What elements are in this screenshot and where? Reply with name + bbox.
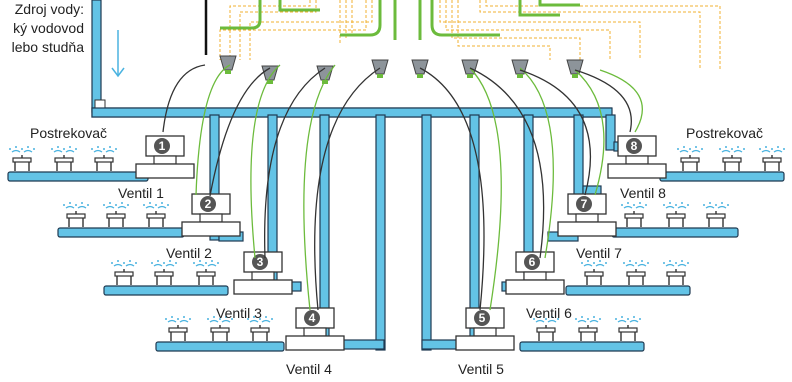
valve-badge (576, 196, 592, 212)
sprinkler-icon (8, 145, 36, 172)
valve-bodies: 1 2 3 4 5 6 7 8 (135, 135, 667, 351)
sprinkler-icon (580, 259, 608, 286)
valve-number: 2 (205, 197, 212, 211)
valve-badge (252, 254, 268, 270)
valve-labels: Ventil 1 Ventil 2 Ventil 3 Ventil 4 Ventil 5… (118, 185, 666, 377)
valve-label-7: Ventil 7 (576, 245, 622, 261)
source-label-line-1: Zdroj vody: (15, 1, 84, 17)
sprinkler-icon (574, 315, 602, 342)
valve-number: 7 (581, 197, 588, 211)
valve-2: 2 (181, 193, 241, 237)
valve-wires (162, 64, 643, 311)
valve-3: 3 (233, 251, 293, 295)
sprinkler-lines (7, 171, 785, 352)
valve-5: 5 (455, 307, 515, 351)
valve-label-6: Ventil 6 (526, 305, 572, 321)
sprinkler-icon (90, 145, 118, 172)
wire-connector-icon (371, 59, 389, 79)
control-wire-bundle (219, 0, 721, 70)
valve-4: 4 (285, 307, 345, 351)
wire-connector-icon (511, 59, 529, 79)
valve-number: 1 (159, 139, 166, 153)
sprinkler-icon (192, 259, 220, 286)
sprinkler-icon (150, 259, 178, 286)
flow-arrow (111, 30, 125, 78)
source-label-line-2: ký vodovod (13, 20, 84, 36)
green-wire-bundle (220, 0, 580, 40)
sprinkler-icon (718, 145, 746, 172)
valve-label-4: Ventil 4 (286, 361, 332, 377)
sprinkler-icon (164, 315, 192, 342)
sprinkler-icon (662, 201, 690, 228)
sprinkler-icon (622, 259, 650, 286)
sprinkler-icon (614, 315, 642, 342)
valve-label-1: Ventil 1 (118, 185, 164, 201)
source-label-line-3: lebo studňa (12, 39, 85, 55)
sprinkler-label-right: Postrekovač (686, 125, 763, 141)
valve-number: 5 (479, 311, 486, 325)
water-source-label: Zdroj vody: ký vodovod lebo studňa (12, 1, 85, 55)
sprinkler-icon (758, 145, 786, 172)
valve-1: 1 (135, 135, 195, 179)
valve-number: 6 (529, 255, 536, 269)
sprinkler-icon (142, 201, 170, 228)
valve-number: 4 (309, 311, 316, 325)
sprinkler-icon (110, 259, 138, 286)
valve-label-2: Ventil 2 (166, 245, 212, 261)
valve-6: 6 (505, 251, 565, 295)
sprinkler-icon (702, 201, 730, 228)
sprinkler-icon (102, 201, 130, 228)
valve-7: 7 (557, 193, 617, 237)
valve-number: 3 (257, 255, 264, 269)
valve-number: 8 (631, 139, 638, 153)
valve-label-5: Ventil 5 (458, 361, 504, 377)
sprinkler-label-left: Postrekovač (30, 125, 107, 141)
valve-badge (626, 138, 642, 154)
valve-label-3: Ventil 3 (216, 305, 262, 321)
sprinkler-icon (620, 201, 648, 228)
valve-badge (200, 196, 216, 212)
sprinkler-icon (50, 145, 78, 172)
valve-badge (524, 254, 540, 270)
valve-label-8: Ventil 8 (620, 185, 666, 201)
supply-pipe (91, 0, 792, 118)
valve-8: 8 (607, 135, 667, 179)
sprinkler-icon (62, 201, 90, 228)
valve-badge (304, 310, 320, 326)
sprinkler-icon (662, 259, 690, 286)
sprinkler-icon (676, 145, 704, 172)
wire-connector-icon (411, 59, 429, 79)
valve-badge (154, 138, 170, 154)
valve-badge (474, 310, 490, 326)
